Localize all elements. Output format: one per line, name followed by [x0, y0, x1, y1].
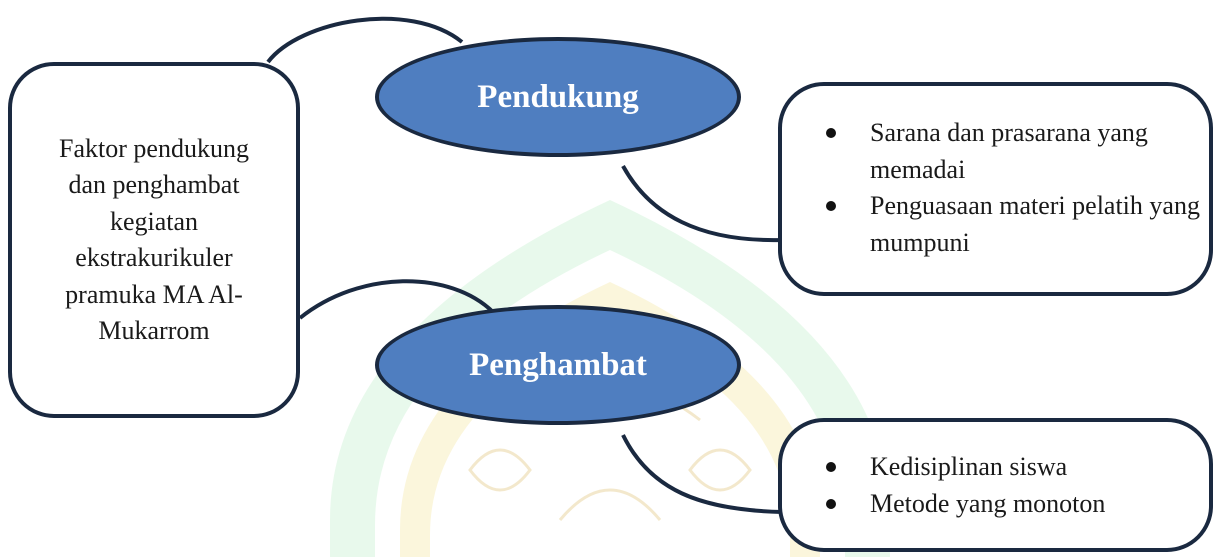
- pendukung-label: Pendukung: [477, 78, 639, 115]
- supporting-factor-text: Penguasaan materi pelatih yang mumpuni: [870, 191, 1200, 257]
- supporting-factor-item: Penguasaan materi pelatih yang mumpuni: [782, 188, 1209, 261]
- pendukung-node: Pendukung: [375, 37, 741, 157]
- penghambat-node: Penghambat: [375, 305, 741, 425]
- connector-main-to-pendukung: [266, 16, 464, 64]
- inhibiting-factor-text: Kedisiplinan siswa: [870, 452, 1068, 481]
- inhibiting-factor-text: Metode yang monoton: [870, 488, 1106, 518]
- supporting-factors-box: Sarana dan prasarana yang memadai Pengua…: [778, 82, 1213, 296]
- bullet-icon: [826, 201, 836, 211]
- supporting-factor-item: Sarana dan prasarana yang memadai: [782, 115, 1209, 188]
- connector-pendukung-to-supportbox: [621, 165, 783, 243]
- supporting-factors-list: Sarana dan prasarana yang memadai Pengua…: [782, 115, 1209, 261]
- supporting-factor-text: Sarana dan prasarana yang memadai: [870, 118, 1148, 184]
- bullet-icon: [826, 462, 836, 472]
- inhibiting-factor-item: Metode yang monoton: [782, 486, 1209, 523]
- connector-penghambat-to-inhibitbox: [621, 434, 783, 514]
- penghambat-label: Penghambat: [469, 346, 647, 383]
- bullet-icon: [826, 128, 836, 138]
- inhibiting-factor-item: Kedisiplinan siswa: [782, 449, 1209, 486]
- inhibiting-factors-box: Kedisiplinan siswa Metode yang monoton: [778, 418, 1213, 552]
- inhibiting-factors-list: Kedisiplinan siswa Metode yang monoton: [782, 449, 1209, 522]
- connector-main-to-penghambat: [298, 279, 495, 320]
- main-topic-box: Faktor pendukung dan penghambat kegiatan…: [8, 62, 300, 418]
- main-topic-text: Faktor pendukung dan penghambat kegiatan…: [59, 133, 249, 346]
- bullet-icon: [826, 498, 836, 509]
